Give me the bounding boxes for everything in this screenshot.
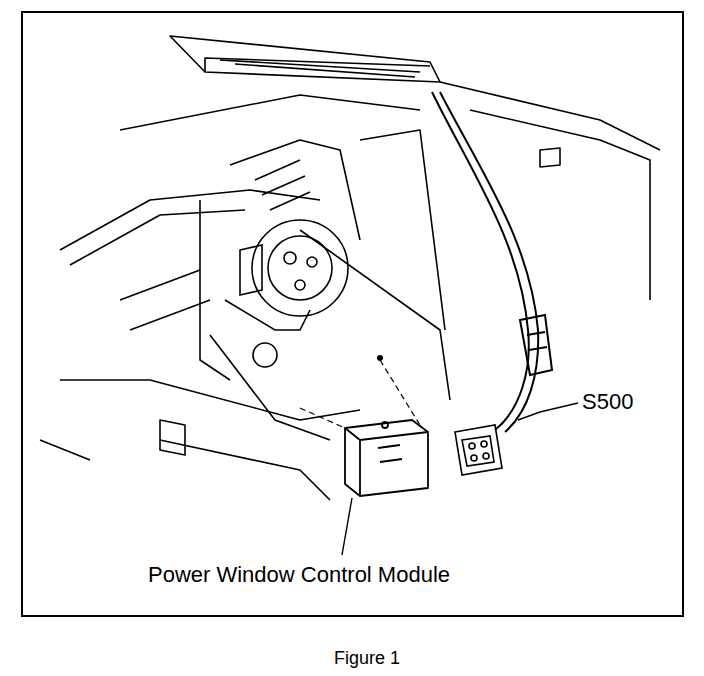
steering-column-part	[284, 252, 296, 264]
dash-panel-part	[220, 60, 420, 77]
dash-panel-part	[540, 148, 560, 167]
dash-panel-part	[255, 160, 310, 210]
steering-column-part	[225, 300, 310, 330]
dash-panel-part	[120, 270, 210, 330]
wiring-harness-part	[520, 315, 552, 375]
dash-panel-part	[200, 200, 230, 380]
harness-connector-part	[483, 453, 489, 459]
frame	[22, 12, 683, 616]
steering-column-part	[307, 257, 317, 267]
dash-panel-part	[40, 380, 150, 460]
dash-panel-part	[150, 380, 360, 420]
dash-panel-part	[470, 110, 650, 300]
dash-panel-part	[70, 210, 245, 265]
dash-panel-part	[300, 230, 450, 400]
dash-panel-part	[170, 36, 440, 82]
control-module-part	[382, 422, 388, 428]
harness-connector-part	[481, 441, 487, 447]
wiring-harness	[432, 92, 552, 432]
leader-lines-part	[342, 498, 352, 555]
dash-panel	[40, 36, 660, 500]
mount-lines	[300, 355, 420, 428]
steering-column-part	[252, 220, 348, 316]
leader-lines	[342, 403, 578, 555]
wiring-harness-part	[440, 92, 538, 432]
harness-connector-part	[455, 425, 502, 475]
dash-panel-part	[440, 82, 660, 150]
mount-lines-part	[300, 360, 420, 428]
steering-column-part	[253, 343, 277, 367]
wiring-harness-part	[527, 332, 547, 350]
harness-connector-part	[471, 455, 477, 461]
wiring-harness-part	[432, 92, 529, 430]
leader-lines-part	[518, 403, 578, 420]
harness-connector	[455, 425, 502, 475]
control-module-part	[345, 420, 428, 496]
steering-column	[210, 220, 348, 440]
dash-panel-part	[360, 130, 445, 330]
control-module	[345, 420, 428, 496]
control-module-part	[345, 428, 428, 496]
dash-panel-part	[230, 140, 360, 240]
dash-panel-part	[60, 190, 320, 250]
steering-column-part	[240, 245, 262, 295]
steering-column-part	[268, 236, 332, 300]
harness-connector-part	[462, 436, 494, 466]
part-label: Power Window Control Module	[148, 562, 450, 587]
dash-panel-part	[160, 420, 185, 455]
figure-caption: Figure 1	[334, 648, 400, 669]
steering-column-part	[210, 335, 330, 440]
dash-panel-part	[120, 95, 420, 130]
harness-connector-part	[469, 443, 475, 449]
connector-label: S500	[582, 389, 633, 414]
steering-column-part	[295, 280, 305, 290]
mount-lines-part	[377, 355, 383, 361]
control-module-part	[378, 445, 402, 462]
frame-part	[22, 12, 683, 616]
